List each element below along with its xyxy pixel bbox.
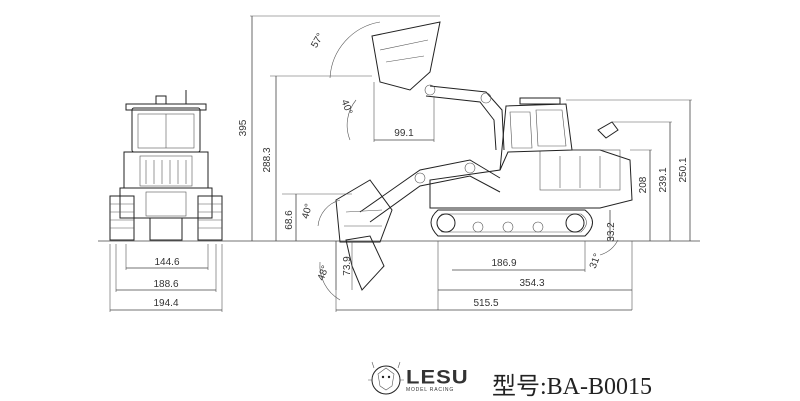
dim-33: 33.2 (606, 222, 617, 242)
angle-31: 31° (588, 252, 604, 270)
dim-front-188: 188.6 (153, 279, 178, 290)
brand-text: LESU MODEL RACING (406, 367, 469, 393)
brand-subtitle: MODEL RACING (406, 387, 455, 393)
dim-front-144: 144.6 (154, 257, 179, 268)
angle-arcs (317, 21, 619, 301)
dim-288: 288.3 (262, 147, 273, 172)
dim-99: 99.1 (394, 128, 414, 139)
angle-40-dump: 40° (339, 98, 355, 116)
brand-block: LESU MODEL RACING (372, 362, 469, 398)
dim-front-194: 194.4 (153, 298, 178, 309)
model-label: 型号:BA-B0015 (492, 374, 653, 400)
dim-250: 250.1 (678, 157, 689, 182)
dim-515: 515.5 (473, 298, 498, 309)
front-view-machine (109, 90, 223, 241)
brand-name: LESU (406, 365, 469, 388)
dim-208: 208 (638, 176, 649, 193)
dim-239: 239.1 (658, 167, 669, 192)
dim-186: 186.9 (491, 258, 516, 269)
front-dimension-lines (109, 244, 223, 312)
dim-68: 68.6 (284, 210, 295, 230)
angle-48: 48° (316, 264, 332, 282)
lion-logo-icon (368, 361, 404, 395)
dim-395: 395 (238, 119, 249, 136)
dim-73: 73.9 (342, 256, 353, 276)
angle-40-ground: 40° (300, 203, 315, 220)
side-view-machine (335, 21, 633, 291)
dim-354: 354.3 (519, 278, 544, 289)
angle-57: 57° (309, 31, 326, 50)
side-dimension-lines (250, 15, 692, 312)
